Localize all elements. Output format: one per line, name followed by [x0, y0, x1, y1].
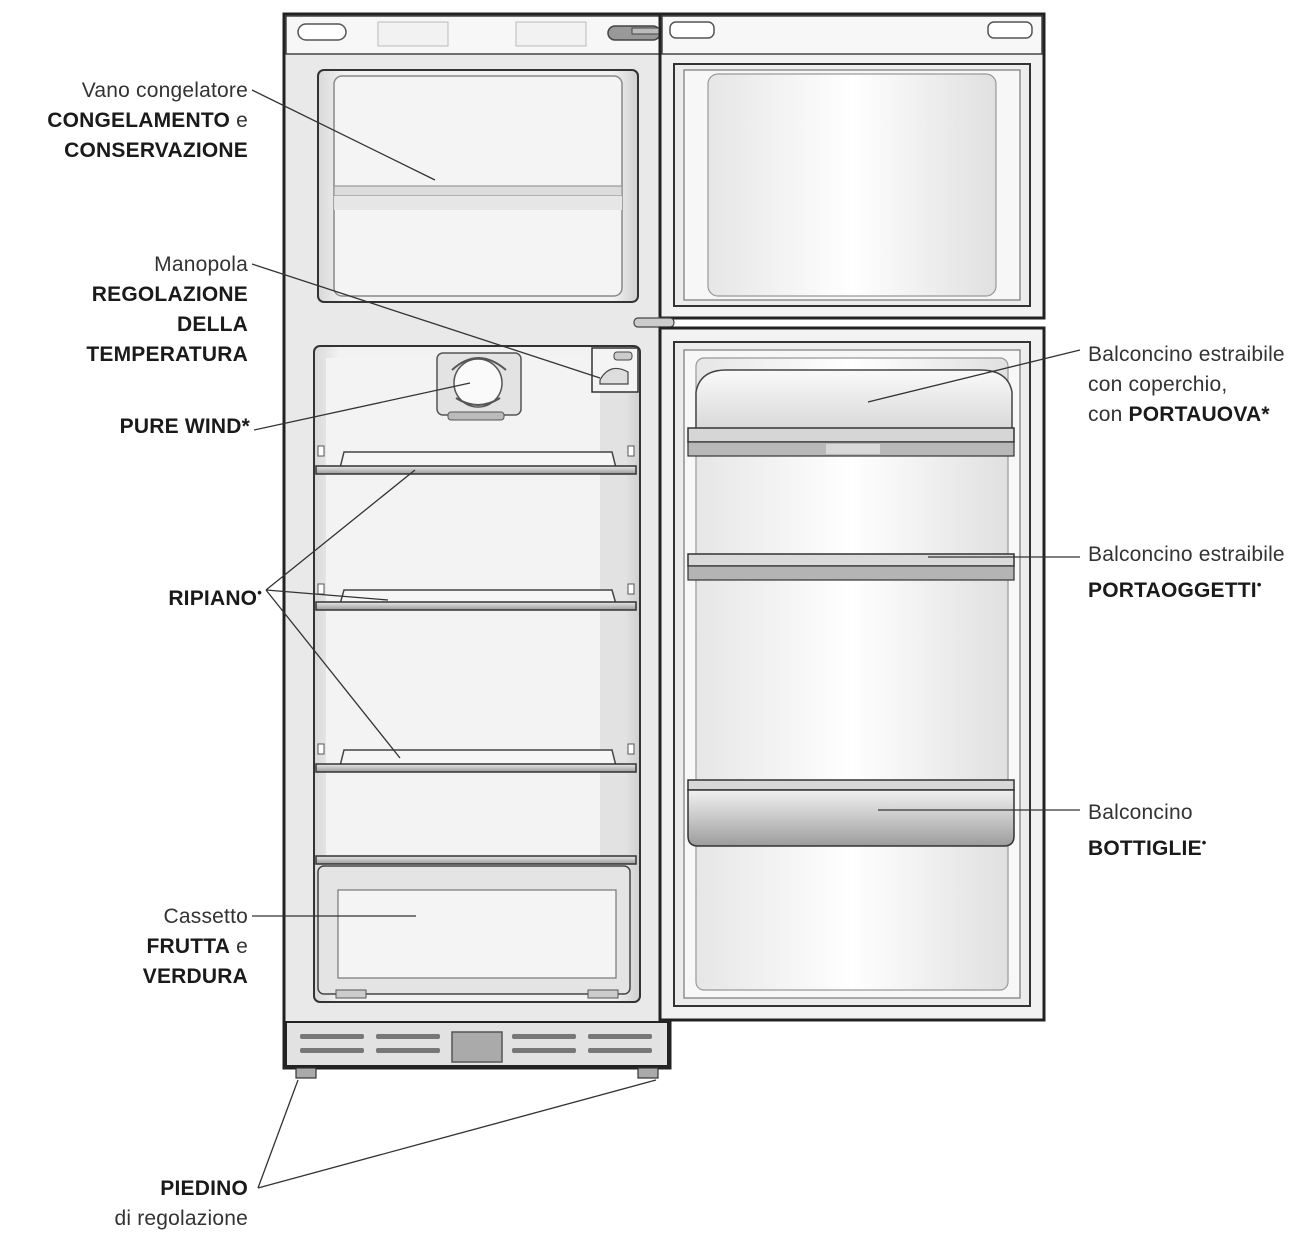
label-knob: Manopola REGOLAZIONE DELLA TEMPERATURA [86, 250, 248, 370]
door-hinge [633, 317, 675, 328]
label-storage-balcony: Balconcino estraibile PORTAOGGETTI• [1088, 540, 1285, 606]
label-bottle-balcony: Balconcino BOTTIGLIE• [1088, 798, 1207, 864]
label-shelf-text: RIPIANO [168, 587, 258, 610]
crisper-drawer [315, 855, 637, 999]
label-bottle-line1: Balconcino [1088, 801, 1193, 824]
leader-foot-2 [257, 1079, 657, 1189]
label-freezer-line2-bold: CONGELAMENTO [47, 109, 231, 132]
egg-balcony [687, 369, 1015, 457]
leader-purewind [253, 382, 471, 431]
freezer-door [658, 12, 1046, 320]
bottle-balcony [687, 779, 1015, 847]
label-bottle-mark: • [1201, 835, 1207, 850]
fridge-door [658, 326, 1046, 1022]
pure-wind-fan [436, 352, 522, 421]
label-freezer-line3: CONSERVAZIONE [64, 139, 248, 162]
thermostat-knob [591, 347, 639, 393]
label-egg-line3-lead: con [1088, 403, 1129, 426]
label-freezer: Vano congelatore CONGELAMENTO e CONSERVA… [47, 76, 248, 166]
label-drawer-line2-bold: FRUTTA [146, 935, 231, 958]
label-storage-line2: PORTAOGGETTI [1088, 579, 1257, 602]
label-egg-line2: con coperchio, [1088, 373, 1228, 396]
leader-knob [251, 263, 601, 379]
leader-foot-1 [257, 1079, 299, 1189]
label-drawer-line3: VERDURA [142, 965, 248, 988]
label-egg-line1: Balconcino estraibile [1088, 343, 1285, 366]
leader-shelf-3 [265, 589, 401, 759]
label-storage-mark: • [1256, 577, 1262, 592]
storage-balcony [687, 553, 1015, 581]
label-knob-line4: TEMPERATURA [86, 343, 248, 366]
adjustable-feet [295, 1067, 659, 1079]
label-purewind-text: PURE WIND [119, 415, 242, 438]
label-knob-line3: DELLA [177, 313, 248, 336]
label-drawer-line2-tail: e [230, 935, 248, 958]
leader-shelf-1 [265, 469, 416, 591]
label-purewind: PURE WIND* [120, 412, 250, 442]
bottom-grille [285, 1021, 669, 1067]
label-foot: PIEDINO di regolazione [114, 1174, 248, 1234]
leader-shelf-2 [265, 589, 389, 601]
shelf-2 [315, 583, 637, 611]
leader-lines [251, 89, 1081, 1189]
label-purewind-mark: * [241, 415, 250, 438]
label-drawer: Cassetto FRUTTA e VERDURA [143, 902, 248, 992]
label-egg-mark: * [1261, 403, 1270, 426]
freezer-compartment [317, 69, 639, 303]
label-freezer-line1: Vano congelatore [81, 79, 248, 102]
leader-freezer [251, 89, 436, 181]
label-knob-line1: Manopola [154, 253, 248, 276]
leader-egg [867, 349, 1081, 403]
shelves [315, 445, 637, 773]
label-freezer-line2-tail: e [230, 109, 248, 132]
label-foot-line2: di regolazione [114, 1207, 248, 1230]
label-shelf: RIPIANO• [168, 578, 262, 614]
label-bottle-line2: BOTTIGLIE [1088, 837, 1202, 860]
label-knob-line2: REGOLAZIONE [91, 283, 248, 306]
shelf-3 [315, 743, 637, 773]
label-egg-balcony: Balconcino estraibile con coperchio, con… [1088, 340, 1285, 430]
label-drawer-line1: Cassetto [163, 905, 248, 928]
label-egg-line3-bold: PORTAUOVA [1128, 403, 1262, 426]
label-foot-line1: PIEDINO [160, 1177, 248, 1200]
shelf-1 [315, 445, 637, 475]
label-shelf-mark: • [257, 585, 262, 600]
label-storage-line1: Balconcino estraibile [1088, 543, 1285, 566]
